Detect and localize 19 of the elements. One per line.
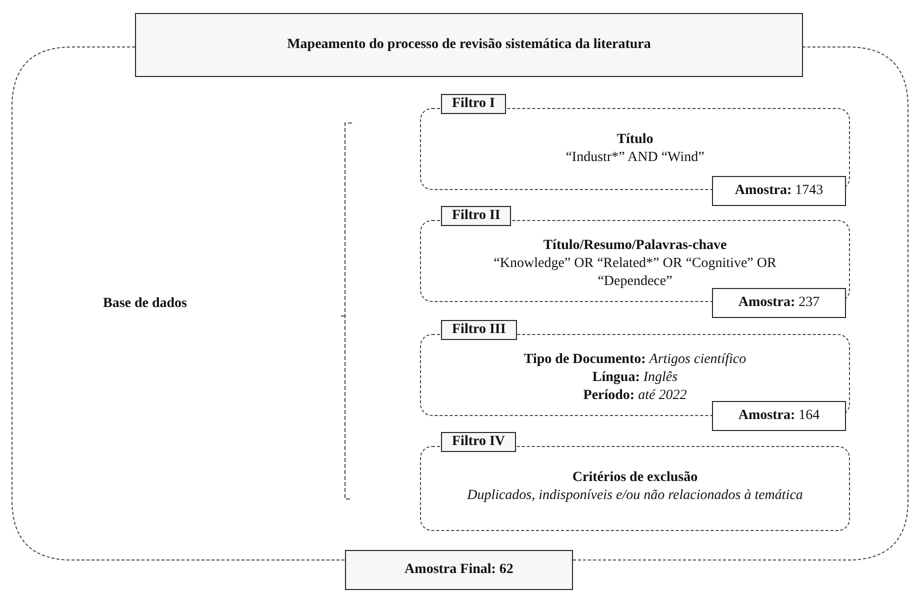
sample-count-box: Amostra: 237 [712, 288, 846, 318]
filter-criteria: Língua: Inglês [591, 369, 679, 387]
source-label: Base de dados [102, 296, 188, 312]
filter-heading: Título/Resumo/Palavras-chave [542, 237, 728, 255]
filter-tag: Filtro IV [441, 432, 516, 452]
filter-tag: Filtro III [441, 320, 517, 340]
filter-heading: Critérios de exclusão [571, 469, 699, 487]
sample-count-box: Amostra: 1743 [712, 176, 846, 206]
filter-criteria: Duplicados, indisponíveis e/ou não relacionados à temática [466, 487, 804, 505]
title-box: Mapeamento do processo de revisão sistemática da literatura [135, 13, 803, 77]
filter-criteria: “Industr*” AND “Wind” [564, 149, 706, 167]
filter-criteria: Período: até 2022 [582, 387, 688, 405]
filter-heading: Título [616, 131, 654, 149]
result-box: Amostra Final: 62 [345, 550, 573, 590]
sample-count-box: Amostra: 164 [712, 401, 846, 431]
filter-tag: Filtro II [441, 206, 512, 226]
filter-tag: Filtro I [441, 94, 506, 114]
filter-criteria: Tipo de Documento: Artigos científico [522, 351, 748, 369]
filter-criteria: “Knowledge” OR “Related*” OR “Cognitive” OR “Dependece” [492, 255, 778, 291]
